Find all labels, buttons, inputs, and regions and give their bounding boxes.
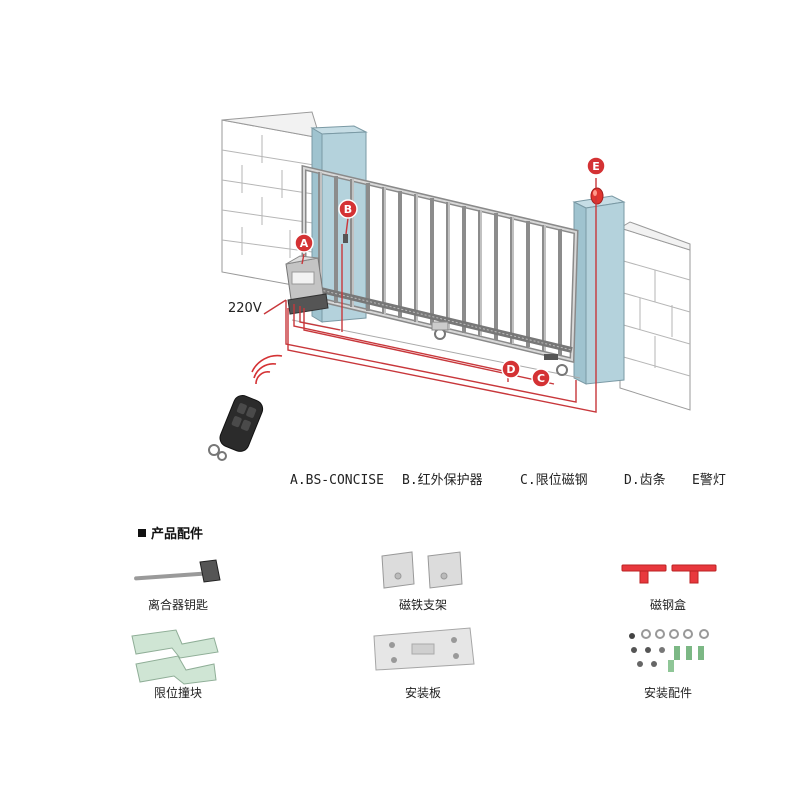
limit-magnet [544,354,558,360]
marker-d-label: D [506,363,515,376]
gate-wheels [431,321,568,376]
legend-d: D.齿条 [624,472,666,488]
limit-stopper-image [131,629,219,685]
clutch-key-image [134,559,221,583]
gate-bars [318,172,562,355]
gate-motor [285,255,329,315]
installation-hardware-image [629,629,709,672]
marker-e: E [586,156,606,176]
key-ring-icon [208,444,227,461]
remote-control [208,354,283,461]
right-gate-post [572,195,626,385]
sliding-gate [301,164,579,376]
marker-b-label: B [344,203,352,216]
voltage-label: 220V [228,301,262,316]
component-legend: A.BS-CONCISE B.红外保护器 C.限位磁钢 D.齿条 E警灯 [290,472,726,488]
legend-b: B.红外保护器 [402,472,483,488]
part-label-limit-stopper: 限位撞块 [154,685,202,700]
marker-a: A [294,233,314,253]
legend-a: A.BS-CONCISE [290,473,384,488]
part-label-clutch-key: 离合器钥匙 [148,597,208,612]
right-brick-wall [618,221,691,411]
part-label-mounting-plate: 安装板 [405,685,441,700]
part-label-magnet-bracket: 磁铁支架 [399,597,447,612]
infrared-sensor [343,234,348,243]
part-label-magnet-box: 磁钢盒 [650,597,686,612]
marker-d: D [501,359,521,379]
signal-waves-icon [251,354,283,385]
part-label-installation-hardware: 安装配件 [644,685,692,700]
magnet-box-image [621,564,717,584]
section-bullet-icon [138,529,146,537]
marker-c-label: C [537,372,545,385]
marker-e-label: E [592,160,600,173]
warning-lamp [590,187,604,205]
accessories-title: 产品配件 [151,526,203,542]
marker-a-label: A [300,237,309,250]
wiring [263,178,597,413]
legend-c: C.限位磁钢 [520,473,588,488]
marker-b: B [338,199,358,219]
legend-e: E警灯 [692,472,726,488]
magnet-bracket-image [381,551,463,589]
mounting-plate-image [373,627,475,671]
marker-c: C [531,368,551,388]
